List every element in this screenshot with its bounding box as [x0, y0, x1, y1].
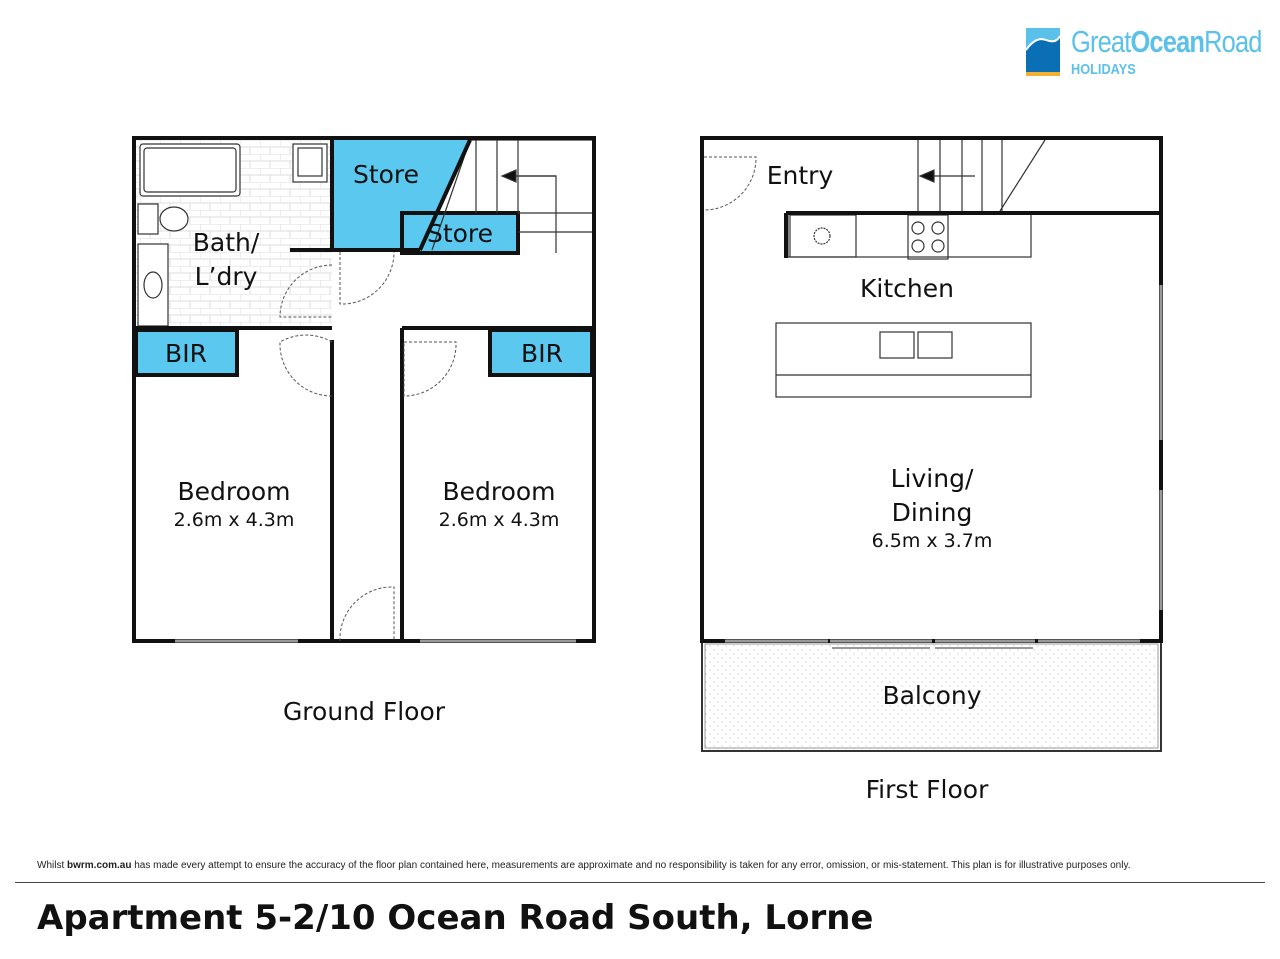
- balcony-area: [701, 640, 1162, 752]
- store-area: [334, 140, 470, 250]
- disclaimer-text: Whilst: [37, 860, 67, 871]
- bedroom-right-label: Bedroom: [442, 477, 555, 506]
- entry-door: [703, 156, 757, 211]
- kitchen-label: Kitchen: [860, 274, 954, 303]
- divider: [15, 882, 1265, 883]
- logo-part: Ocean: [1130, 24, 1205, 59]
- stairs: [431, 139, 592, 253]
- living-label-2: Dining: [892, 498, 973, 527]
- logo-part: Great: [1071, 24, 1131, 59]
- first-floor-label: First Floor: [866, 775, 989, 804]
- bedroom-left-label: Bedroom: [177, 477, 290, 506]
- disclaimer-text: has made every attempt to ensure the acc…: [131, 860, 1131, 871]
- store-label: Store: [353, 160, 419, 189]
- bath-fixtures: [137, 143, 328, 327]
- ground-floor-inner-walls: [134, 138, 594, 641]
- living-dim: 6.5m x 3.7m: [872, 530, 993, 552]
- kitchen-fixtures: [775, 212, 1032, 398]
- logo-icon: [1025, 28, 1061, 83]
- bir-left-area: [134, 328, 239, 377]
- doors: [279, 251, 457, 642]
- bedroom-right-dim: 2.6m x 4.3m: [439, 509, 560, 531]
- entry-label: Entry: [767, 161, 834, 190]
- bir-left-label: BIR: [165, 339, 207, 368]
- logo-text: GreatOceanRoad: [1071, 24, 1262, 60]
- balcony-label: Balcony: [882, 681, 981, 710]
- logo-subtitle: HOLIDAYS: [1071, 61, 1136, 78]
- living-label-1: Living/: [891, 464, 974, 493]
- bedroom-left-dim: 2.6m x 4.3m: [174, 509, 295, 531]
- ground-floor-label: Ground Floor: [283, 697, 446, 726]
- bir-right-label: BIR: [521, 339, 563, 368]
- store-small-label: Store: [427, 219, 493, 248]
- disclaimer: Whilst bwrm.com.au has made every attemp…: [37, 860, 1130, 871]
- stairs: [917, 139, 1046, 212]
- bath-label-2: L’dry: [195, 262, 258, 291]
- bath-label-1: Bath/: [193, 228, 260, 257]
- disclaimer-site: bwrm.com.au: [67, 860, 132, 871]
- first-floor-plan: Entry Kitchen Living/ Dining 6.5m x 3.7m…: [700, 136, 1163, 804]
- first-floor-inner-walls: [784, 211, 1161, 258]
- property-title: Apartment 5-2/10 Ocean Road South, Lorne: [37, 898, 874, 938]
- ground-floor-outer-wall: [132, 136, 596, 643]
- logo-part: Road: [1204, 24, 1262, 59]
- windows: [725, 285, 1163, 643]
- ground-floor-plan: Store Store Bath/ L’dry BIR BIR Bedroom …: [132, 136, 596, 726]
